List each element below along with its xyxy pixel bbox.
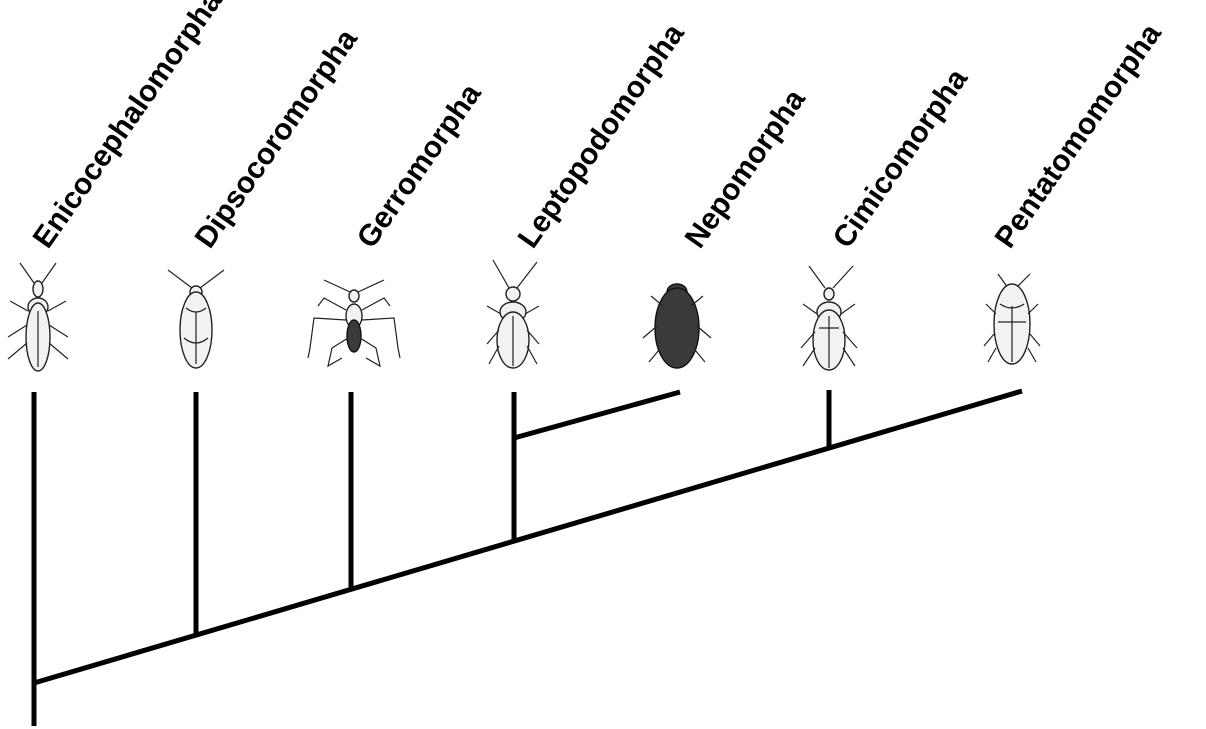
taxon-labels: Enicocephalomorpha Dipsocoromorpha Gerro…: [27, 0, 1168, 254]
label-nepomorpha: Nepomorpha: [679, 83, 812, 254]
label-enicocephalomorpha: Enicocephalomorpha: [27, 0, 229, 254]
insect-illustrations: [8, 260, 1040, 371]
label-leptopodomorpha: Leptopodomorpha: [512, 18, 691, 254]
nepomorpha-water-bug-icon: [643, 284, 711, 368]
dipsocoromorpha-insect-icon: [168, 270, 224, 368]
label-dipsocoromorpha: Dipsocoromorpha: [189, 23, 364, 254]
gerromorpha-water-strider-icon: [308, 280, 400, 366]
cimicomorpha-insect-icon: [801, 266, 857, 370]
label-cimicomorpha: Cimicomorpha: [827, 63, 975, 254]
pentatomomorpha-insect-icon: [984, 274, 1040, 364]
label-gerromorpha: Gerromorpha: [351, 78, 488, 254]
branch-nepomorpha: [514, 392, 680, 438]
label-pentatomomorpha: Pentatomomorpha: [989, 18, 1168, 254]
leptopodomorpha-insect-icon: [487, 260, 539, 368]
enicocephalomorpha-insect-icon: [8, 263, 68, 371]
cladogram-branches: [34, 390, 1022, 726]
